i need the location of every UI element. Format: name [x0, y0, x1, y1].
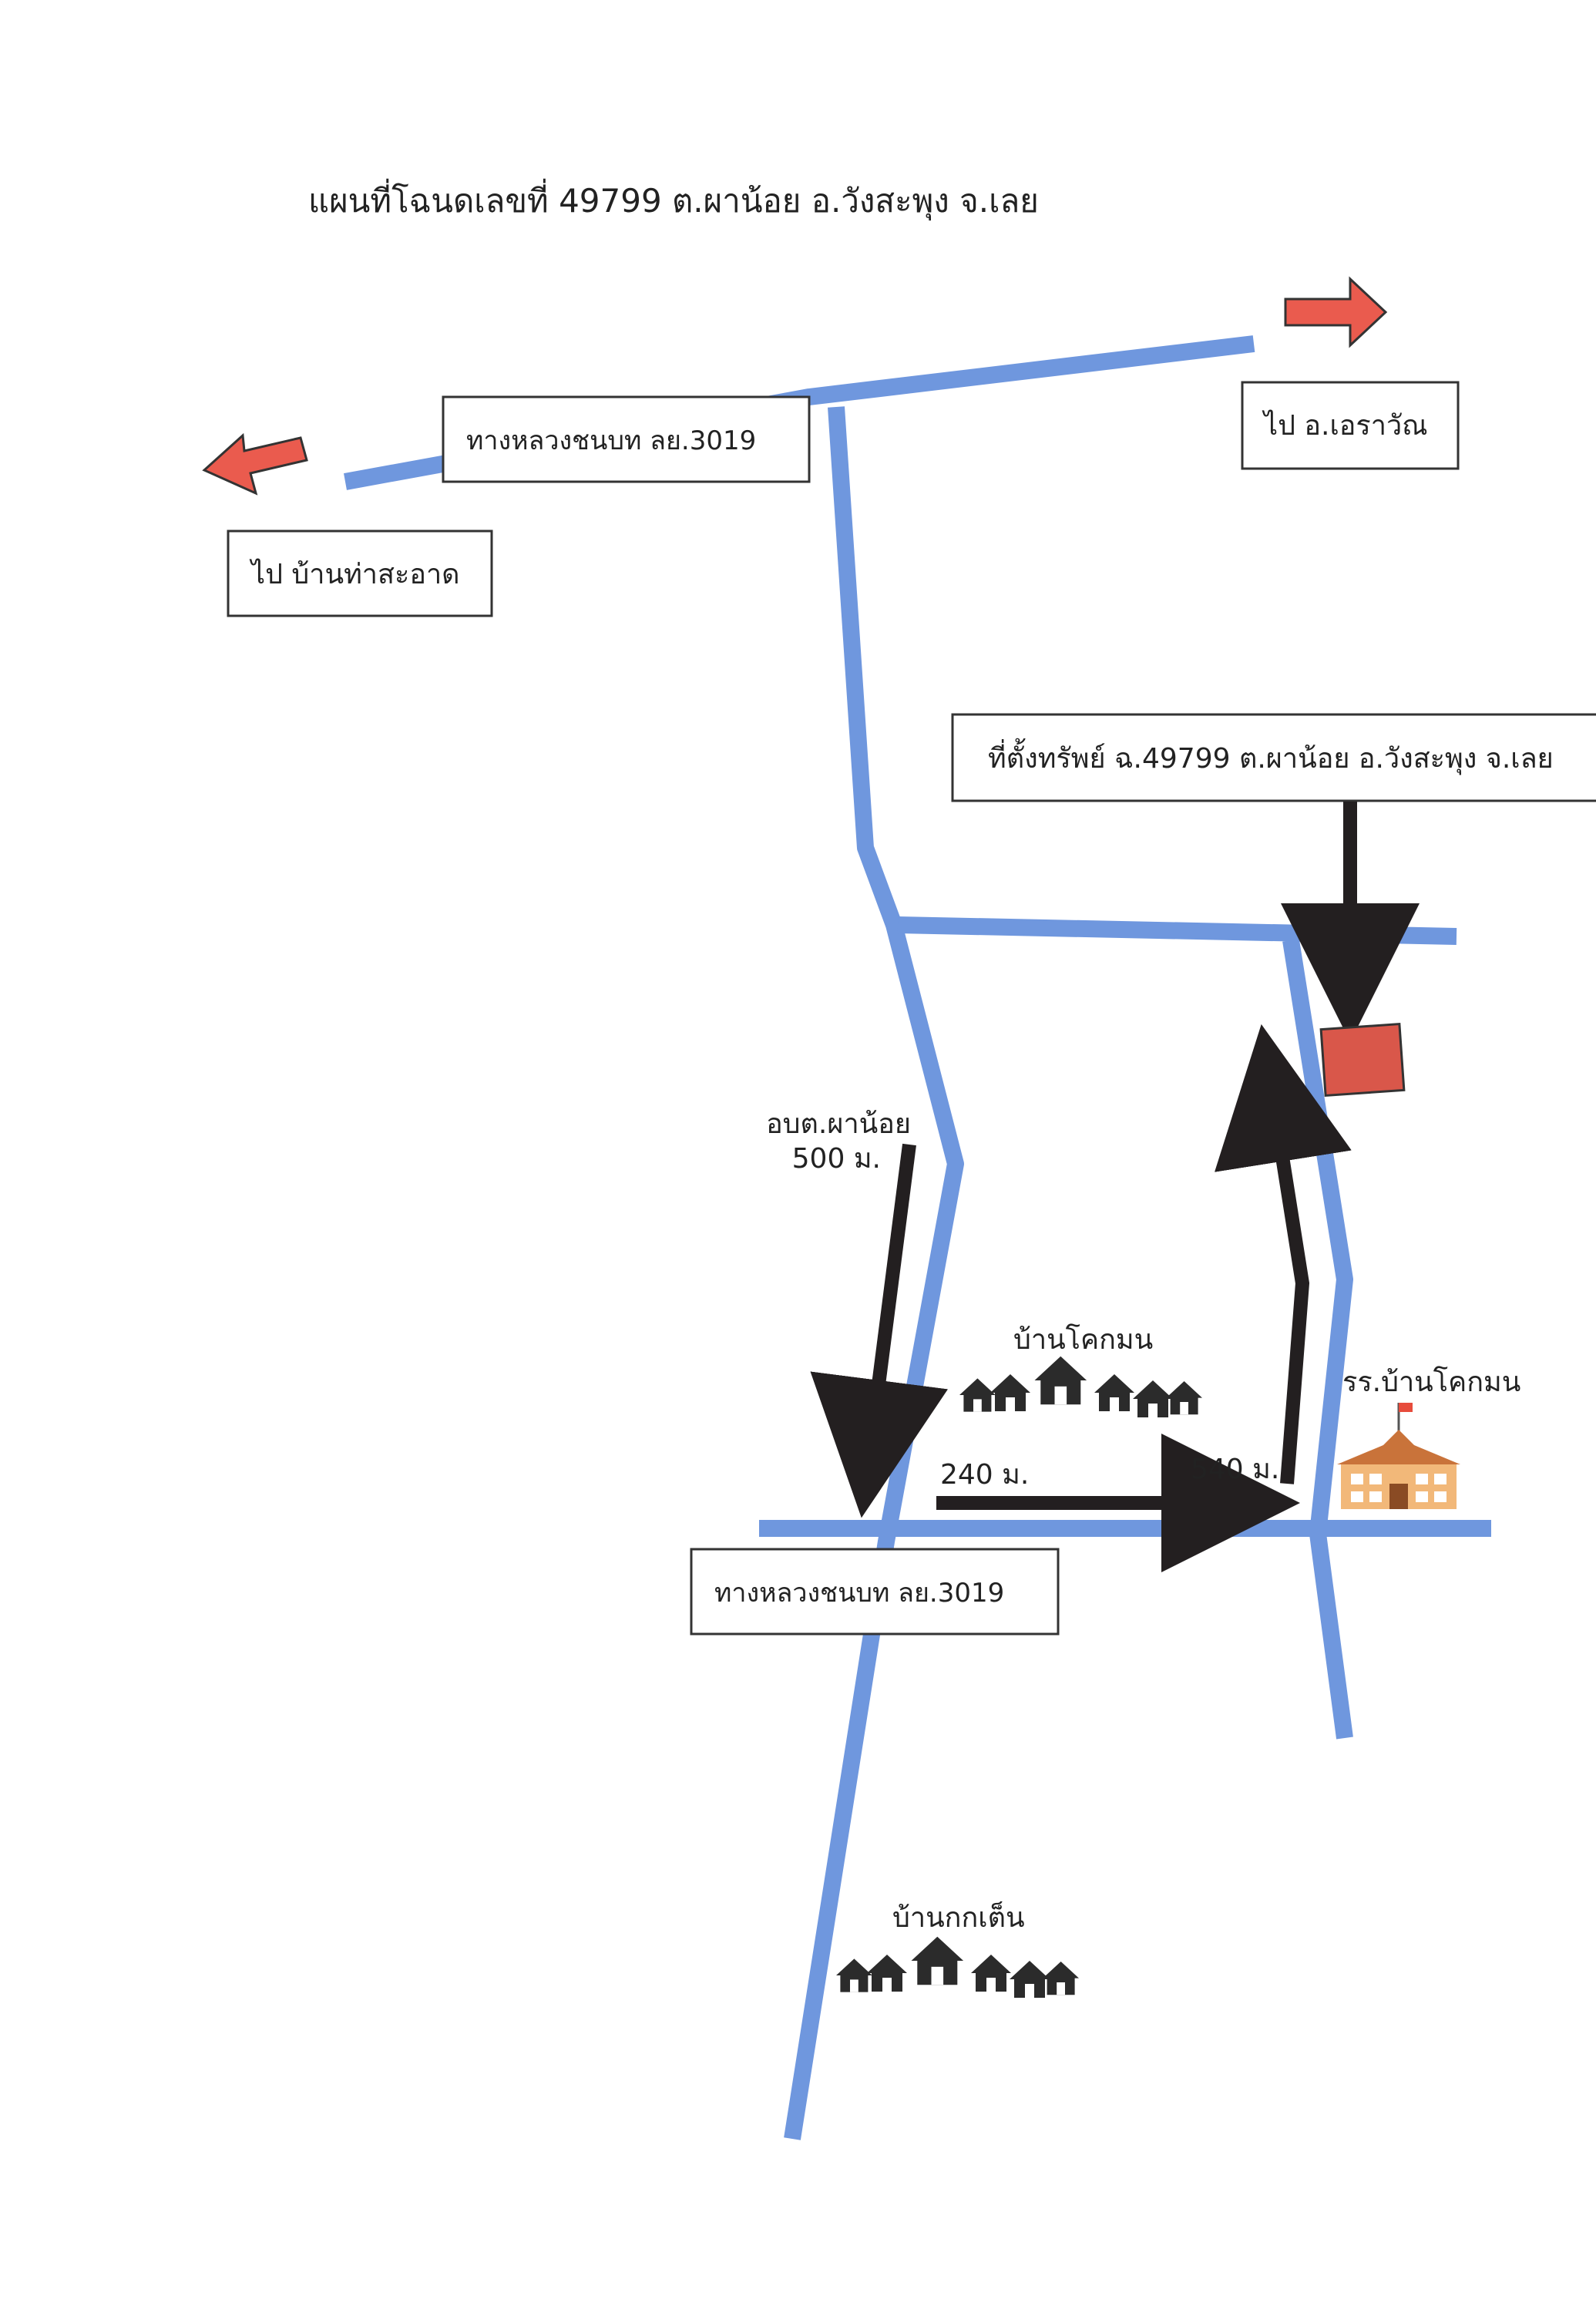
road-connector — [897, 916, 1457, 945]
road-label-top: ทางหลวงชนบท ลย.3019 — [442, 395, 811, 483]
svg-text:ทางหลวงชนบท ลย.3019: ทางหลวงชนบท ลย.3019 — [466, 425, 756, 456]
obt-name-label: อบต.ผาน้อย — [766, 1108, 911, 1140]
road-main-vertical — [784, 406, 964, 2140]
village-kokmon-houses-icon — [959, 1356, 1202, 1417]
school-icon — [1337, 1403, 1460, 1509]
property-label: ที่ตั้งทรัพย์ ฉ.49799 ต.ผาน้อย อ.วังสะพุ… — [951, 713, 1596, 802]
village-kokten-label: บ้านกกเต็น — [892, 1900, 1025, 1934]
road-network — [344, 335, 1491, 2140]
arrow-left-icon — [202, 432, 308, 496]
route-arrow-540 — [1215, 1024, 1352, 1484]
map-title: แผนที่โฉนดเลขที่ 49799 ต.ผาน้อย อ.วังสะพ… — [308, 179, 1039, 221]
obt-distance-label: 500 ม. — [792, 1143, 881, 1175]
svg-text:ไป บ้านท่าสะอาด: ไป บ้านท่าสะอาด — [249, 558, 460, 590]
destination-label-right: ไป อ.เอราวัณ — [1241, 381, 1460, 470]
village-kokmon-label: บ้านโคกมน — [1013, 1323, 1153, 1356]
arrow-right-icon — [1284, 276, 1388, 348]
route-arrow-obt — [810, 1143, 949, 1518]
distance-240-label: 240 ม. — [940, 1459, 1029, 1491]
svg-text:ทางหลวงชนบท ลย.3019: ทางหลวงชนบท ลย.3019 — [714, 1578, 1004, 1609]
svg-text:ที่ตั้งทรัพย์ ฉ.49799 ต.ผาน้อ: ที่ตั้งทรัพย์ ฉ.49799 ต.ผาน้อย อ.วังสะพุ… — [988, 738, 1554, 775]
school-label: รร.บ้านโคกมน — [1342, 1366, 1520, 1398]
destination-label-left: ไป บ้านท่าสะอาด — [227, 530, 493, 617]
road-label-bottom: ทางหลวงชนบท ลย.3019 — [690, 1548, 1060, 1636]
village-kokten-houses-icon — [836, 1936, 1079, 1998]
distance-540-label: 540 ม. — [1191, 1454, 1279, 1485]
property-marker-icon — [1319, 1022, 1406, 1098]
svg-text:ไป อ.เอราวัณ: ไป อ.เอราวัณ — [1262, 409, 1428, 442]
